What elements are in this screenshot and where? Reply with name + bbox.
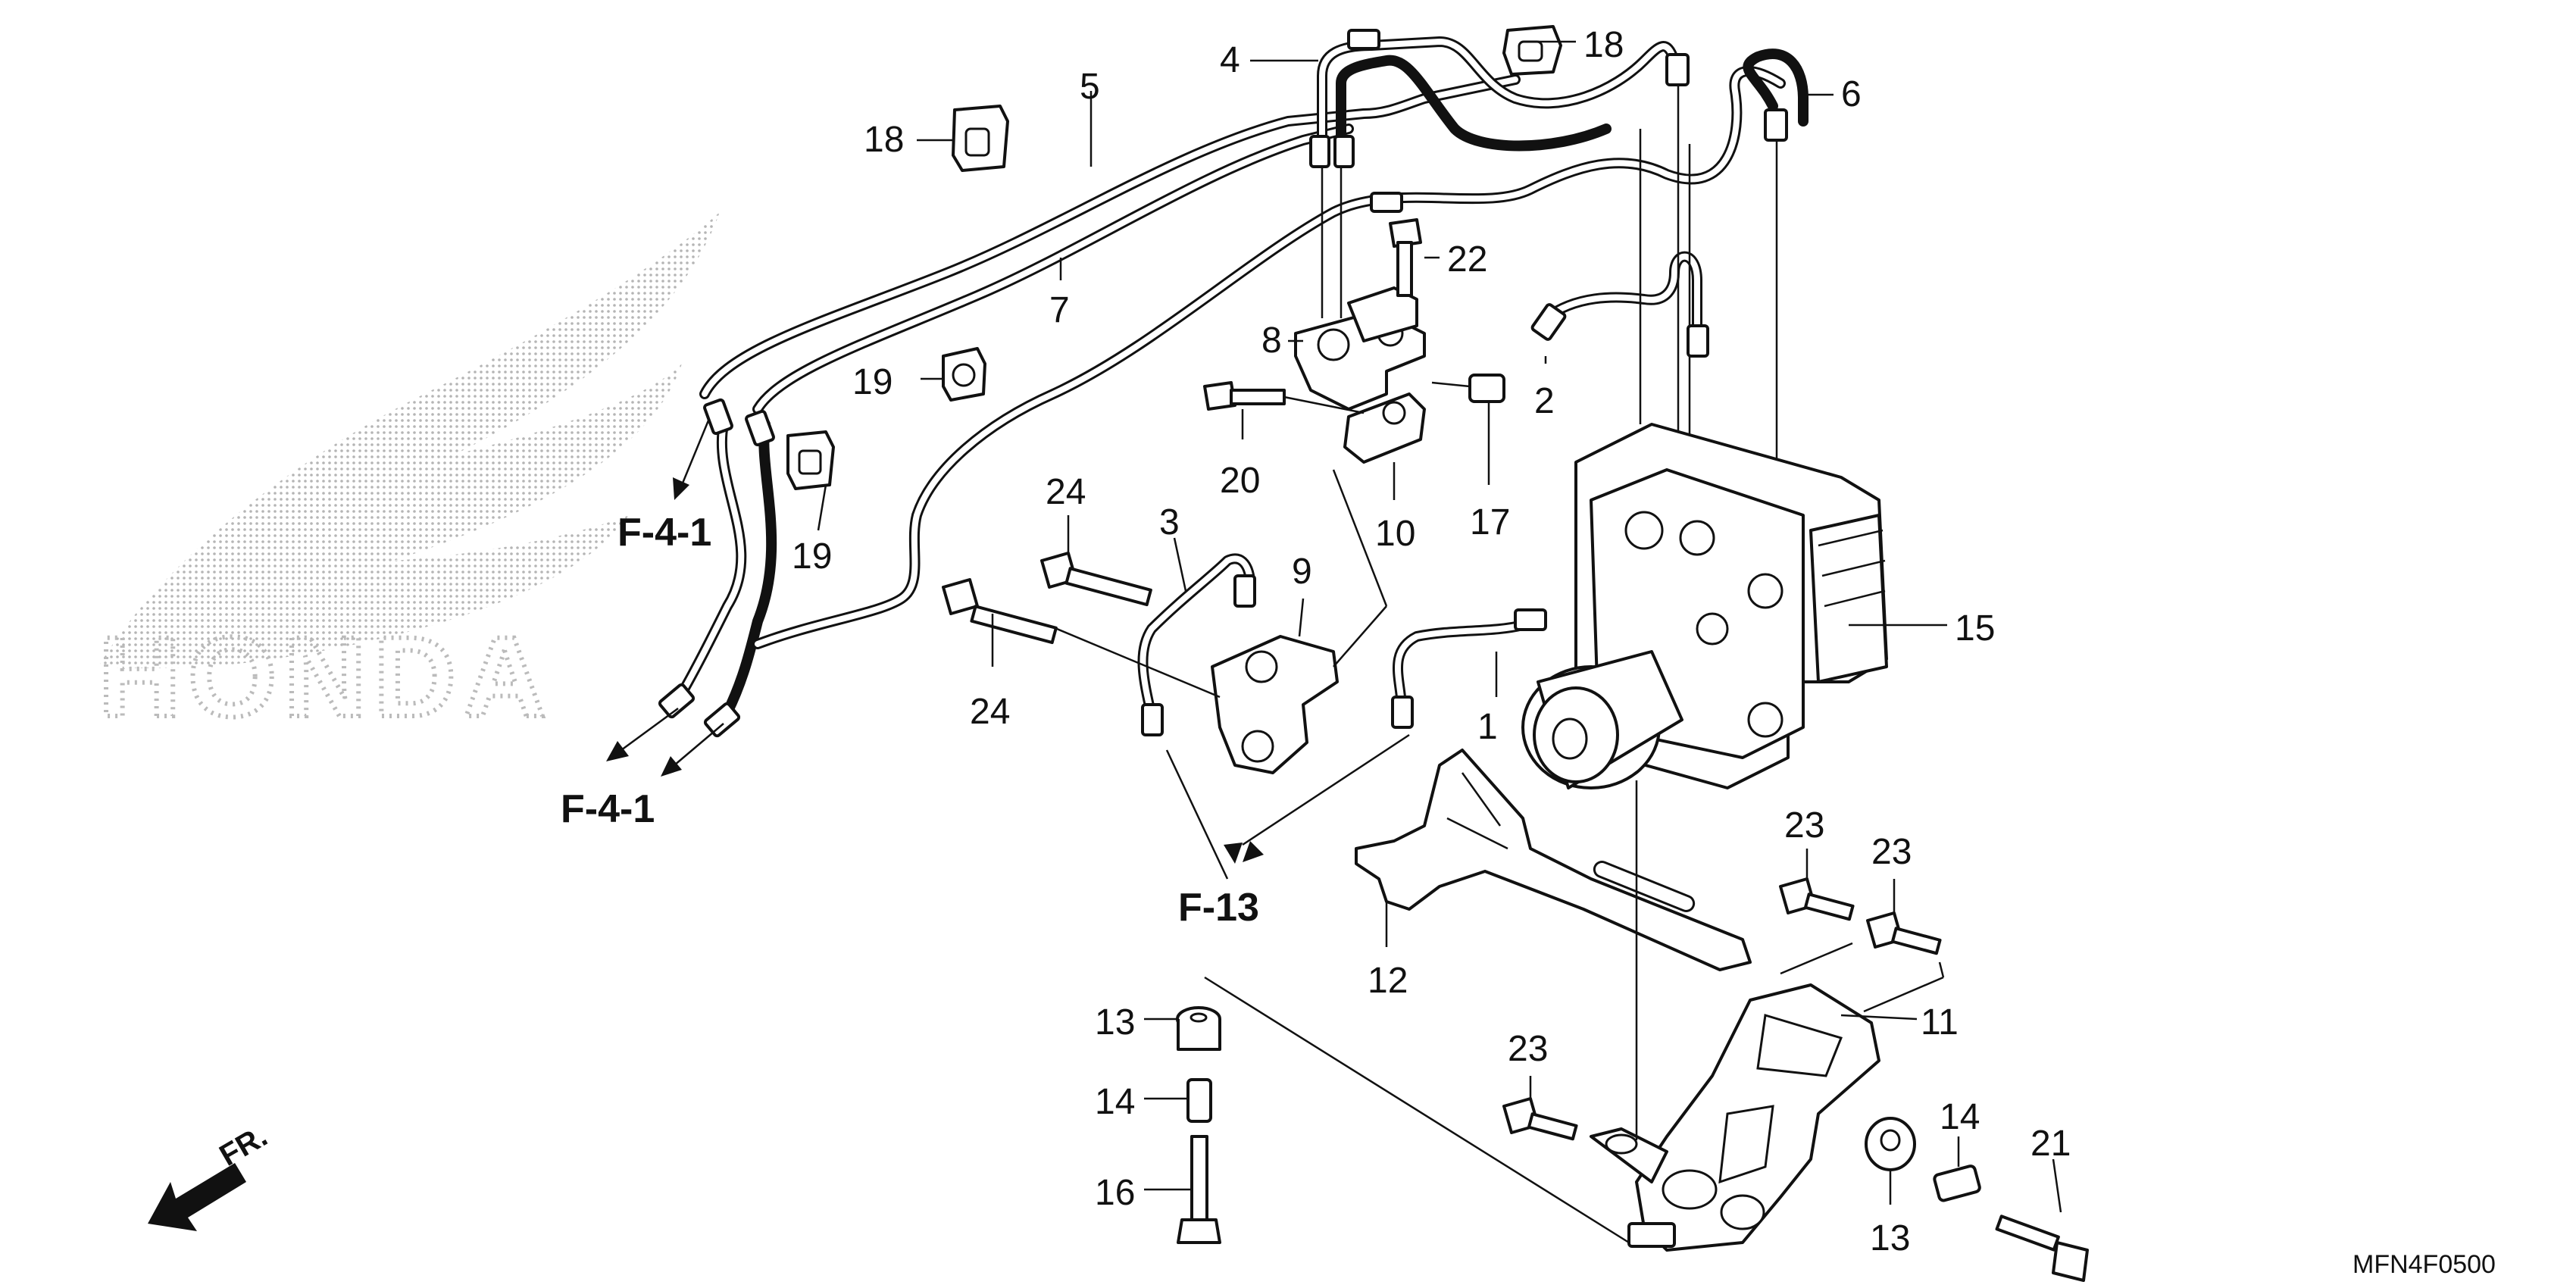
wing-icon: [98, 212, 720, 668]
callout-3: 3: [1159, 502, 1180, 542]
assembly-leaderlines: [1165, 733, 1638, 1244]
bolt-23-b: [1866, 911, 1942, 955]
callout-4: 4: [1220, 40, 1240, 80]
callout-12: 12: [1368, 961, 1408, 1001]
reference-arrows: [606, 420, 1264, 864]
ref-f-4-1-lower[interactable]: F-4-1: [561, 787, 655, 831]
callout-21: 21: [2030, 1124, 2071, 1164]
callout-leaders: [817, 40, 2062, 1213]
bolt-23-a: [1779, 877, 1855, 921]
callout-19-lower: 19: [792, 536, 832, 577]
callout-5: 5: [1080, 67, 1100, 107]
callout-18-left: 18: [864, 120, 904, 160]
collar-14-right: [1933, 1165, 1981, 1202]
callout-8: 8: [1261, 320, 1282, 361]
front-direction-indicator: FR.: [148, 1119, 273, 1231]
front-arrow-icon: [148, 1163, 246, 1231]
callout-23-b: 23: [1871, 832, 1912, 872]
callout-10: 10: [1375, 514, 1415, 554]
pipe-clip-19-upper: [942, 347, 986, 402]
callout-23-a: 23: [1784, 805, 1824, 846]
honda-wing-watermark: HONDA: [96, 212, 720, 742]
callout-2: 2: [1534, 381, 1555, 421]
abs-modulator-15: [1521, 423, 1888, 789]
callout-24-upper: 24: [1046, 472, 1086, 512]
grommet-13-right: [1865, 1117, 1916, 1171]
diagram-code: MFN4F0500: [2352, 1250, 2496, 1279]
brake-pipes: [658, 29, 1809, 738]
callout-14-left: 14: [1095, 1082, 1135, 1122]
section-references: F-4-1 F-4-1 F-13: [561, 511, 1259, 930]
bolt-24-upper: [1040, 552, 1152, 607]
callout-1: 1: [1477, 707, 1498, 747]
bolt-21: [1995, 1215, 2089, 1282]
bolt-20: [1203, 381, 1365, 414]
callout-14-right: 14: [1940, 1097, 1980, 1137]
collar-14-left: [1186, 1078, 1212, 1123]
callout-20: 20: [1220, 461, 1260, 501]
three-way-joint-9: [1211, 469, 1388, 774]
callout-9: 9: [1292, 552, 1312, 592]
collar-17: [1431, 374, 1505, 403]
bracket-10: [1343, 392, 1426, 464]
callout-6: 6: [1841, 74, 1862, 114]
callout-13-left: 13: [1095, 1002, 1135, 1043]
callout-11: 11: [1921, 1002, 1959, 1043]
bracket-11: [1590, 983, 1880, 1252]
callout-15: 15: [1955, 608, 1995, 649]
ref-f-13[interactable]: F-13: [1178, 886, 1259, 930]
front-label: FR.: [214, 1119, 274, 1172]
callout-24-lower: 24: [970, 692, 1010, 732]
callout-18-top: 18: [1583, 25, 1624, 65]
callout-16: 16: [1095, 1173, 1135, 1213]
callout-23-c: 23: [1508, 1029, 1548, 1069]
brake-joint-8: [1294, 286, 1426, 411]
honda-watermark-text: HONDA: [98, 613, 553, 740]
bolt-23-c: [1502, 1097, 1578, 1141]
callout-19-upper: 19: [852, 362, 893, 402]
grommet-13-left: [1176, 1006, 1221, 1051]
bolt-16: [1177, 1135, 1221, 1244]
callout-13-right: 13: [1870, 1218, 1910, 1258]
pipe-clip-19-lower: [786, 430, 835, 490]
callout-17: 17: [1470, 502, 1510, 542]
bolt-22: [1389, 218, 1422, 297]
bracket-12: [1355, 749, 1752, 971]
ref-f-4-1-upper[interactable]: F-4-1: [617, 511, 711, 555]
callout-22: 22: [1447, 239, 1487, 280]
bolt-23-leaderlines: [1780, 942, 1945, 1013]
callout-labels: 1 2 3 4 5 6 7 8 9 10 11 12 13 13 14 14 1…: [792, 25, 2071, 1258]
pipe-clamp-18-left: [952, 105, 1009, 172]
callout-7: 7: [1049, 290, 1070, 330]
pipe-clamp-18-top: [1502, 25, 1562, 76]
